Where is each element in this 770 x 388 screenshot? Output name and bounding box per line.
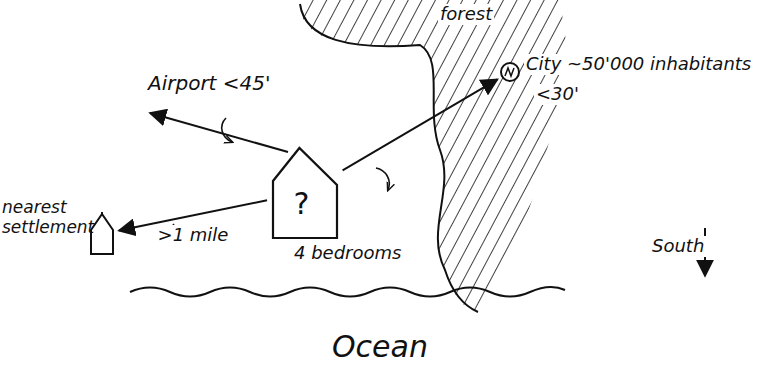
city-name: City ~50'000 inhabitants xyxy=(524,54,753,75)
distance-label: >1 mile xyxy=(156,225,231,246)
small-house-outline xyxy=(88,212,116,256)
dot-symbol: City ~50'000 inhabitants<30' xyxy=(500,62,520,82)
ocean-label: Ocean xyxy=(330,330,430,365)
forest-hatching xyxy=(300,0,568,312)
settlement-name: nearest settlement xyxy=(0,198,82,237)
airport-label: Airport <45' xyxy=(146,72,273,95)
question-mark: ? xyxy=(292,187,312,222)
airport-arrow xyxy=(150,113,288,152)
turn-mark xyxy=(222,118,232,142)
ocean-shore xyxy=(130,287,565,297)
travel-time: <30' xyxy=(534,84,581,105)
dot-outline xyxy=(500,62,520,82)
direction-label: South xyxy=(650,236,706,257)
house-symbol: ?4 bedrooms xyxy=(270,145,340,240)
small-house-symbol: nearest settlement xyxy=(88,212,116,256)
room-count: 4 bedrooms xyxy=(292,243,403,264)
forest-edge xyxy=(300,4,478,312)
forest-label: forest xyxy=(438,4,494,25)
turn-mark xyxy=(376,168,389,190)
route-arrow xyxy=(343,79,498,170)
